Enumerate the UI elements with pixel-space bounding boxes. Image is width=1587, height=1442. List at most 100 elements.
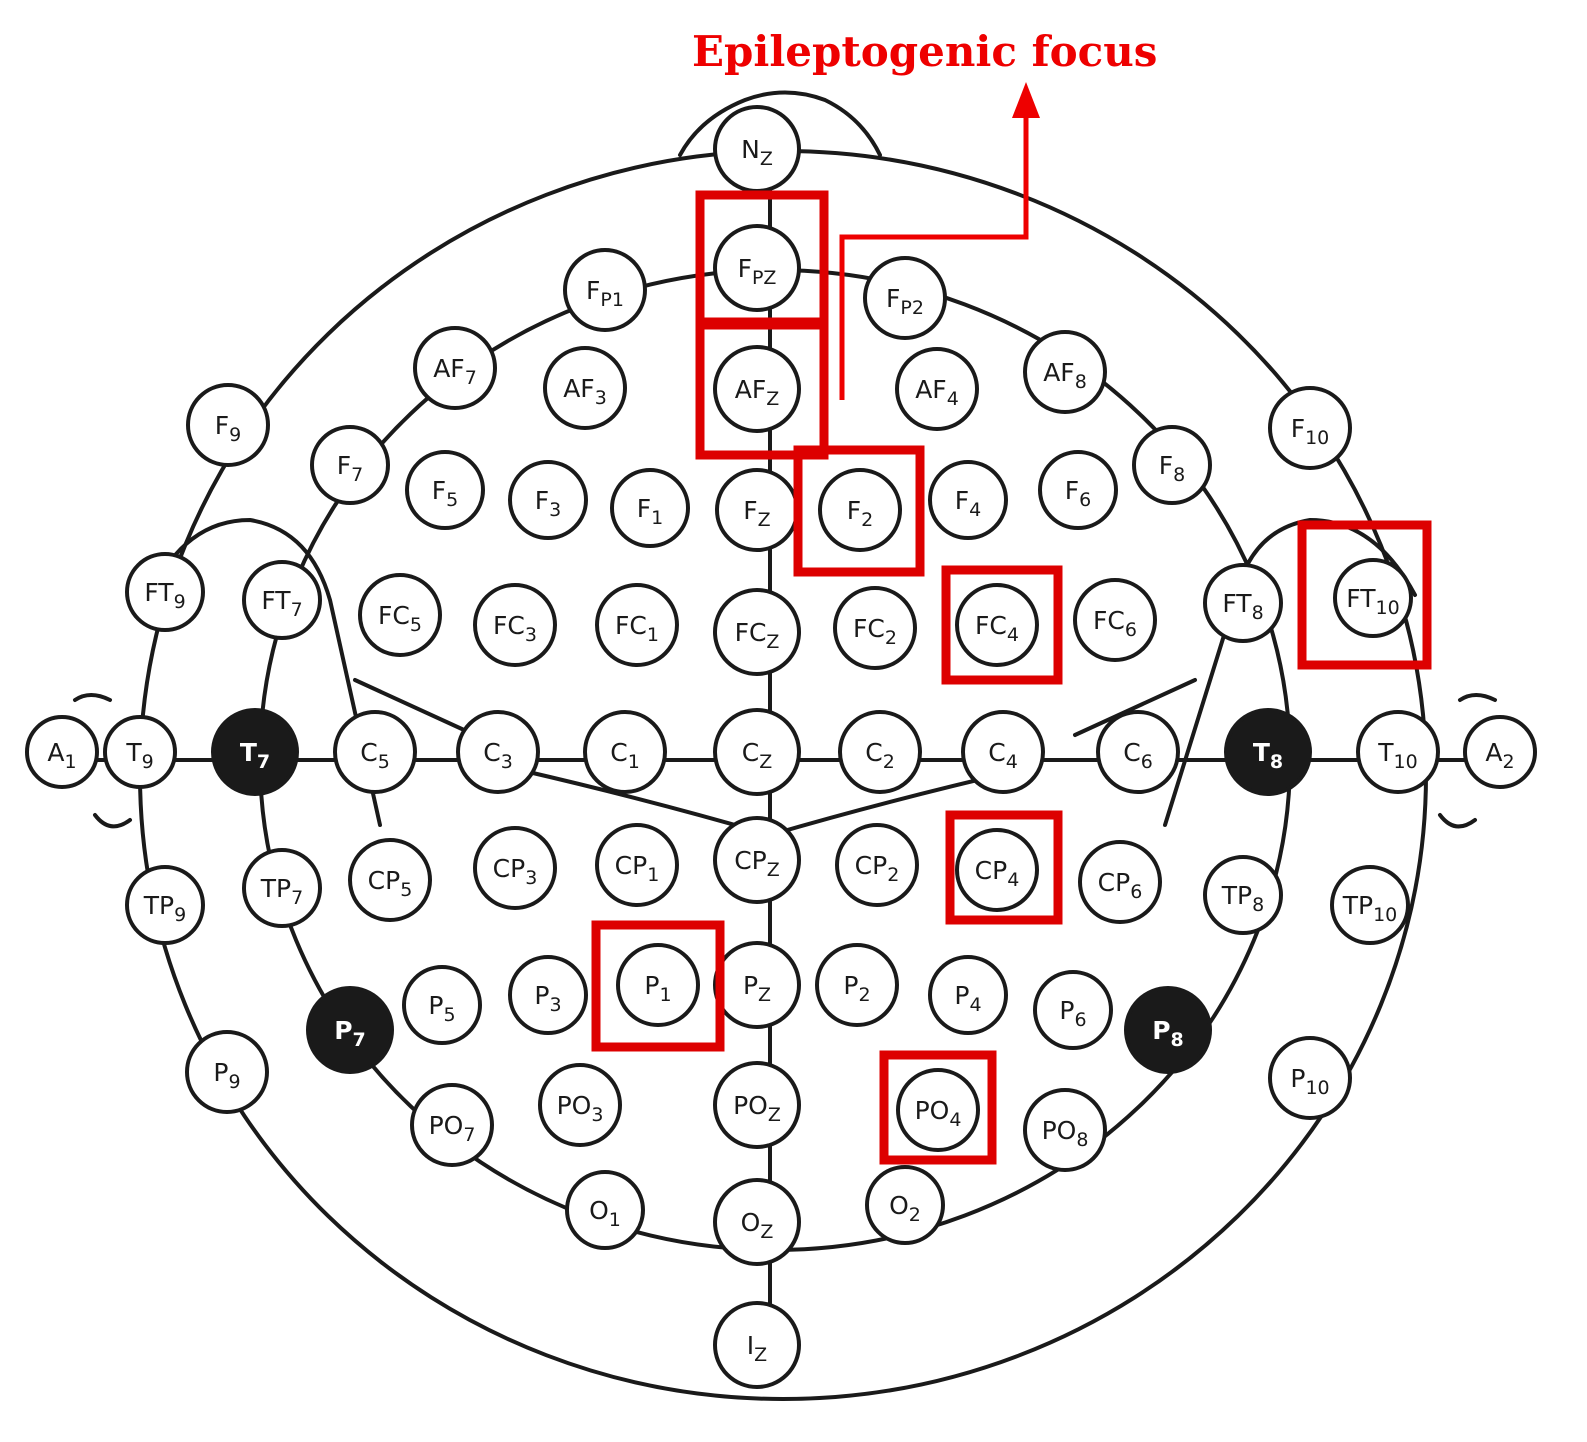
electrode-label: F5 <box>432 476 458 511</box>
electrode-circle <box>865 1165 945 1245</box>
electrode-label: CP3 <box>493 854 538 889</box>
electrode-label: AF3 <box>563 374 607 409</box>
electrode-fc6: FC6 <box>1073 578 1157 662</box>
electrode-poz: POZ <box>713 1061 801 1149</box>
electrode-circle <box>955 583 1039 667</box>
electrode-circle <box>1356 710 1440 794</box>
electrode-p8: P8 <box>1124 986 1212 1074</box>
electrode-circle <box>713 588 801 676</box>
electrode-label: CP2 <box>855 851 900 886</box>
electrode-circle <box>713 1178 801 1266</box>
electrode-circle <box>610 468 690 548</box>
electrode-circle <box>928 955 1008 1035</box>
electrode-circle <box>310 425 390 505</box>
electrode-label: TP9 <box>143 891 186 926</box>
electrode-fcz: FCZ <box>713 588 801 676</box>
electrode-label: AF4 <box>915 375 959 410</box>
electrode-fc3: FC3 <box>473 583 557 667</box>
electrode-circle <box>1203 563 1283 643</box>
electrode-label: CP4 <box>975 856 1020 891</box>
electrode-circle <box>186 383 270 467</box>
electrode-f3: F3 <box>508 460 588 540</box>
electrode-circle <box>1124 986 1212 1074</box>
electrode-f4: F4 <box>928 460 1008 540</box>
electrode-f8: F8 <box>1132 425 1212 505</box>
electrode-circle <box>456 710 540 794</box>
electrode-fc1: FC1 <box>595 583 679 667</box>
electrode-circle <box>713 816 801 904</box>
electrode-circle <box>838 710 922 794</box>
electrode-po7: PO7 <box>410 1083 494 1167</box>
electrode-label: F8 <box>1159 451 1185 486</box>
electrode-circle <box>1038 450 1118 530</box>
electrode-label: C1 <box>610 738 640 773</box>
electrode-circle <box>1224 708 1312 796</box>
electrode-circle <box>1078 840 1162 924</box>
electrode-circle <box>1268 386 1352 470</box>
electrode-af3: AF3 <box>543 346 627 430</box>
electrode-fc4: FC4 <box>955 583 1039 667</box>
electrode-label: P10 <box>1290 1064 1329 1099</box>
electrode-circle <box>473 826 557 910</box>
electrode-nz: NZ <box>713 105 801 193</box>
electrode-cp4: CP4 <box>955 828 1039 912</box>
electrode-oz: OZ <box>713 1178 801 1266</box>
electrode-tp9: TP9 <box>125 865 205 945</box>
electrode-t9: T9 <box>103 715 177 789</box>
electrode-a2: A2 <box>1463 715 1537 789</box>
electrode-label: NZ <box>741 135 773 170</box>
electrode-fp1: FP1 <box>563 248 647 332</box>
electrode-label: P5 <box>428 991 455 1026</box>
electrode-circle <box>125 865 205 945</box>
highlight-afz <box>695 320 829 460</box>
electrode-circle <box>473 583 557 667</box>
electrode-label: PO4 <box>915 1096 962 1131</box>
electrode-circle <box>103 715 177 789</box>
electrode-label: FC6 <box>1093 606 1137 641</box>
electrode-circle <box>242 848 322 928</box>
electrode-label: C2 <box>865 738 895 773</box>
electrode-label: PO8 <box>1042 1116 1089 1151</box>
electrode-p4: P4 <box>928 955 1008 1035</box>
electrode-circle <box>713 1301 801 1389</box>
electrode-po3: PO3 <box>538 1063 622 1147</box>
electrode-tp7: TP7 <box>242 848 322 928</box>
electrode-circle <box>835 823 919 907</box>
highlight-cp4 <box>945 810 1063 925</box>
electrode-f10: F10 <box>1268 386 1352 470</box>
electrode-label: AF8 <box>1043 358 1087 393</box>
electrode-p6: P6 <box>1033 970 1113 1050</box>
electrode-label: PO3 <box>557 1091 604 1126</box>
electrode-label: CP5 <box>368 866 413 901</box>
electrode-f7: F7 <box>310 425 390 505</box>
electrode-label: CP6 <box>1098 868 1143 903</box>
electrode-o1: O1 <box>565 1170 645 1250</box>
electrode-circle <box>125 552 205 632</box>
electrode-f6: F6 <box>1038 450 1118 530</box>
electrode-f1: F1 <box>610 468 690 548</box>
electrode-cp6: CP6 <box>1078 840 1162 924</box>
electrode-circle <box>1132 425 1212 505</box>
electrode-label: AF7 <box>433 354 477 389</box>
electrode-label: C5 <box>360 738 390 773</box>
electrode-circle <box>713 345 801 433</box>
electrode-label: C4 <box>988 738 1018 773</box>
electrode-af7: AF7 <box>413 326 497 410</box>
electrode-label: P2 <box>843 971 870 1006</box>
highlight-p1 <box>591 920 725 1052</box>
electrode-af4: AF4 <box>895 347 979 431</box>
electrode-circle <box>405 450 485 530</box>
electrode-c1: C1 <box>583 710 667 794</box>
electrode-label: T8 <box>1253 738 1283 773</box>
electrode-label: O1 <box>589 1196 621 1231</box>
electrode-afz: AFZ <box>713 345 801 433</box>
electrode-label: CP1 <box>615 851 660 886</box>
electrode-fz: FZ <box>715 468 799 552</box>
electrode-label: FT8 <box>1222 589 1263 624</box>
electrode-label: A1 <box>47 738 76 773</box>
highlight-ft10 <box>1297 520 1432 670</box>
electrode-a1: A1 <box>25 715 99 789</box>
focus-highlights <box>591 190 1432 1165</box>
electrode-label: FC5 <box>378 601 422 636</box>
electrode-circle <box>928 460 1008 540</box>
